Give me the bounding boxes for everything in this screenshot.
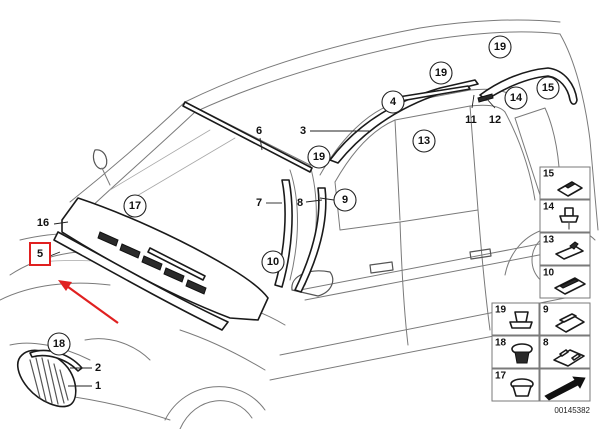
callout-10-label: 10 xyxy=(267,256,279,268)
legend-item-19-label: 19 xyxy=(495,304,507,315)
callout-19-low: 19 xyxy=(307,145,331,169)
callout-16: 16 xyxy=(37,217,49,229)
callout-15-label: 15 xyxy=(542,82,554,94)
legend-item-18: 18 xyxy=(491,335,540,369)
callout-19-mid: 19 xyxy=(429,61,453,85)
callout-8-label: 8 xyxy=(297,197,303,209)
legend-arrow-icon xyxy=(544,376,586,401)
legend-item-8-label: 8 xyxy=(543,337,549,348)
callout-18: 18 xyxy=(47,332,71,356)
callout-17: 17 xyxy=(123,194,147,218)
callout-4-label: 4 xyxy=(390,96,397,108)
callout-19-top-label: 19 xyxy=(494,41,506,53)
legend-item-18-label: 18 xyxy=(495,337,507,348)
highlight-arrow-shaft xyxy=(63,283,119,324)
legend-item-arrow xyxy=(539,368,591,402)
part-cowl-panel xyxy=(53,197,269,331)
highlight-arrow-head xyxy=(58,280,72,291)
legend-item-8: 8 xyxy=(539,335,591,369)
legend-item-10: 10 xyxy=(539,265,591,299)
callout-6-label: 6 xyxy=(256,125,262,137)
legend-item-17: 17 xyxy=(491,368,540,402)
callout-3: 3 xyxy=(300,125,306,137)
callout-13: 13 xyxy=(412,129,436,153)
callout-11: 11 xyxy=(465,114,477,126)
callout-14-label: 14 xyxy=(510,92,523,104)
legend-item-14-label: 14 xyxy=(543,201,555,212)
callout-8: 8 xyxy=(297,197,303,209)
highlight-arrow xyxy=(58,280,119,324)
callout-3-label: 3 xyxy=(300,125,306,137)
legend-item-17-label: 17 xyxy=(495,370,507,381)
legend-item-19: 19 xyxy=(491,302,540,336)
callout-5-label: 5 xyxy=(37,248,43,260)
part-windshield-top-seal xyxy=(182,101,313,173)
legend-item-13: 13 xyxy=(539,232,591,266)
callout-1-label: 1 xyxy=(95,380,101,392)
parts-legend: 15 14 13 10 9 xyxy=(491,166,591,402)
legend-item-10-label: 10 xyxy=(543,267,555,278)
part-roof-moulding-strip xyxy=(329,67,578,164)
callout-15: 15 xyxy=(536,76,560,100)
callout-19-mid-label: 19 xyxy=(435,67,447,79)
callout-2: 2 xyxy=(95,362,101,374)
callout-7-label: 7 xyxy=(256,197,262,209)
callout-14: 14 xyxy=(504,86,528,110)
callout-5-highlight-box xyxy=(29,242,51,266)
legend-item-9-label: 9 xyxy=(543,304,549,315)
callout-6: 6 xyxy=(256,125,262,137)
callout-12: 12 xyxy=(489,114,501,126)
callout-10: 10 xyxy=(261,250,285,274)
legend-item-13-label: 13 xyxy=(543,234,555,245)
legend-item-14: 14 xyxy=(539,199,591,233)
legend-item-15-label: 15 xyxy=(543,168,555,179)
callout-9: 9 xyxy=(333,188,357,212)
callout-17-label: 17 xyxy=(129,200,141,212)
callout-1: 1 xyxy=(95,380,101,392)
callout-12-label: 12 xyxy=(489,114,501,126)
callout-11-label: 11 xyxy=(465,114,477,126)
callout-2-label: 2 xyxy=(95,362,101,374)
callout-7: 7 xyxy=(256,197,262,209)
callout-16-label: 16 xyxy=(37,217,49,229)
callout-18-label: 18 xyxy=(53,338,65,350)
callout-13-label: 13 xyxy=(418,135,430,147)
leader-lines xyxy=(49,94,496,387)
callout-19-top: 19 xyxy=(488,35,512,59)
callout-4: 4 xyxy=(381,90,405,114)
diagram-reference-number: 00145382 xyxy=(554,406,590,415)
callout-9-label: 9 xyxy=(342,194,348,206)
legend-item-15: 15 xyxy=(539,166,591,200)
callout-19-low-label: 19 xyxy=(313,151,325,163)
callout-5: 5 xyxy=(29,242,51,266)
part-a-pillar-trim-left xyxy=(274,179,293,288)
legend-item-9: 9 xyxy=(539,302,591,336)
